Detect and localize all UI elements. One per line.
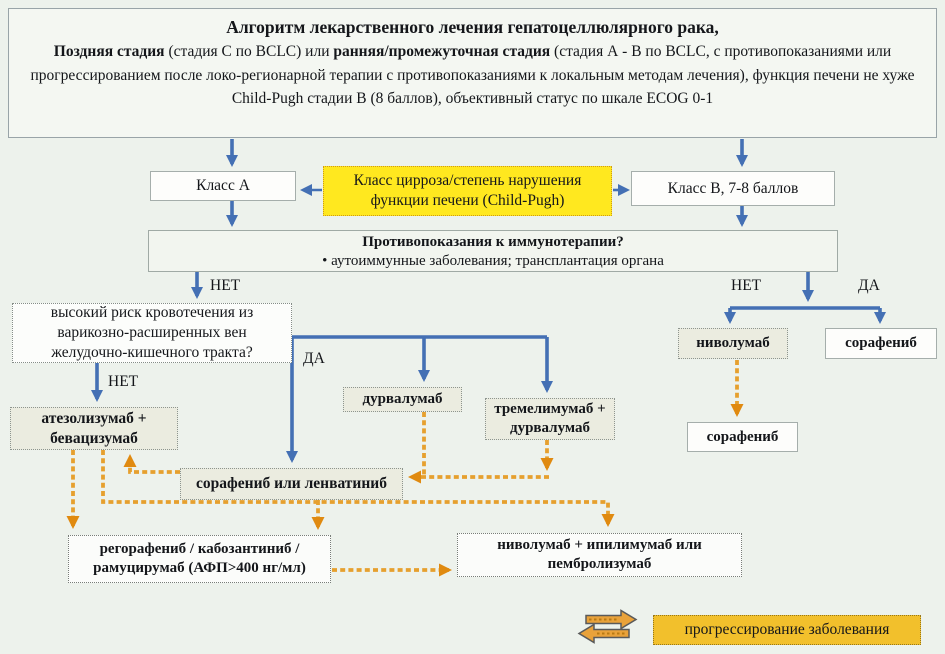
node-immunotherapy-contraindications: Противопоказания к иммунотерапии? • ауто… [148,230,838,272]
title-stage-late: Поздняя стадия [53,43,165,60]
label-no-right: НЕТ [731,277,762,294]
node-bleeding-risk: высокий риск кровотечения из варикозно-р… [12,303,292,363]
arrow-atezo-to-nivo-ipi [101,450,615,527]
page-title: Алгоритм лекарственного лечения гепатоце… [226,17,719,37]
label-no-left: НЕТ [210,277,241,294]
label-yes-mid: ДА [303,350,325,367]
title-text-1: (стадия С по BCLC) или [164,43,334,60]
legend-arrows [577,609,638,644]
node-sorafenib-after-yes: сорафениб [825,328,937,359]
node-class-b: Класс В, 7-8 баллов [631,171,835,206]
node-cirrhosis-class: Класс цирроза/степень нарушения функции … [323,166,612,216]
node-tremelimumab-durvalumab: тремелимумаб + дурвалумаб [485,398,615,440]
title-box: Алгоритм лекарственного лечения гепатоце… [8,8,937,138]
node-sorafenib-lenvatinib: сорафениб или ленватиниб [180,468,403,500]
node-nivolumab-ipilimumab-pembrolizumab: ниволумаб + ипилимумаб или пембролизумаб [457,533,742,577]
title-text-2: (стадия А - В по BCLC, с противопоказани… [30,43,915,107]
node-sorafenib-after-nivolumab: сорафениб [687,422,798,452]
blue-decision-arrows [91,139,886,463]
contraindications-detail: • аутоиммунные заболевания; трансплантац… [322,252,664,269]
label-no-risk: НЕТ [108,373,139,390]
node-regorafenib-cabozantinib-ramucirumab: регорафениб / кабозантиниб / рамуцирумаб… [68,535,331,583]
node-durvalumab: дурвалумаб [343,387,462,412]
title-stage-early: ранняя/промежуточная стадия [333,43,551,60]
title-criteria-text: Поздняя стадия (стадия С по BCLC) или ра… [19,40,926,111]
arrow-soraf-lenva-to-atezo [123,454,180,474]
legend-progression-label: прогрессирование заболевания [653,615,921,645]
node-atezolizumab-bevacizumab: атезолизумаб + бевацизумаб [10,407,178,450]
node-class-a: Класс А [150,171,296,201]
label-yes-right: ДА [858,277,880,294]
contraindications-question: Противопоказания к иммунотерапии? [362,233,624,250]
node-nivolumab: ниволумаб [678,328,788,359]
orange-progression-arrows [66,360,744,577]
